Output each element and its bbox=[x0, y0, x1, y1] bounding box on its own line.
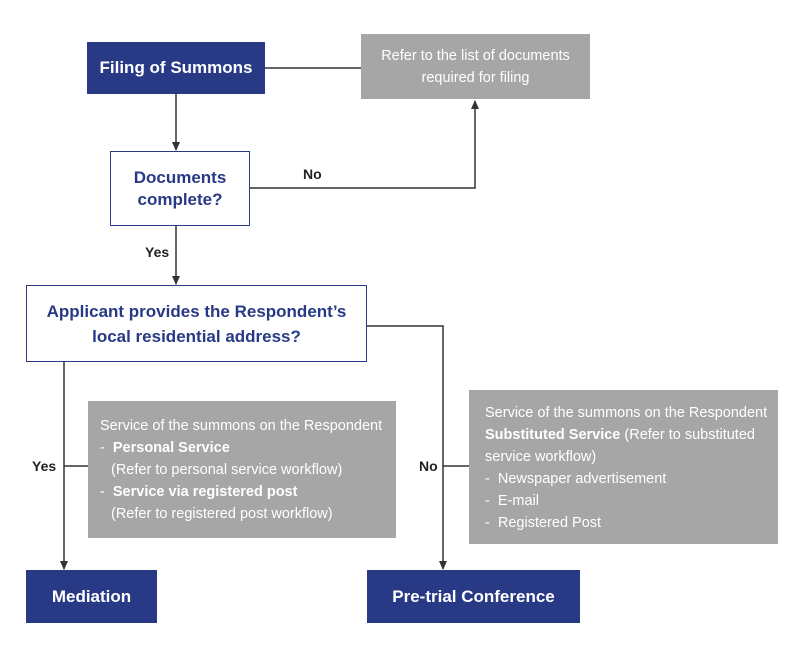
label-address-no: No bbox=[419, 458, 438, 474]
service-no-title-line: Substituted Service (Refer to substitute… bbox=[485, 424, 766, 446]
node-mediation: Mediation bbox=[26, 570, 157, 623]
node-mediation-label: Mediation bbox=[51, 586, 132, 606]
node-refer-documents: Refer to the list of documents required … bbox=[361, 34, 590, 99]
label-docs-yes: Yes bbox=[145, 244, 170, 260]
service-box-yes: Service of the summons on the Respondent… bbox=[88, 401, 396, 538]
label-docs-no: No bbox=[303, 166, 322, 182]
service-yes-heading: Service of the summons on the Respondent bbox=[100, 418, 383, 434]
service-no-item-1: - Newspaper advertisement bbox=[485, 471, 667, 487]
service-yes-item-2-note: (Refer to registered post workflow) bbox=[111, 506, 333, 522]
service-no-title-note: (Refer to substituted bbox=[620, 427, 755, 443]
arrow-applicant-no-to-pretrial bbox=[367, 325, 447, 570]
service-no-item-3: - Registered Post bbox=[485, 515, 602, 531]
node-documents-complete: Documents complete? bbox=[110, 151, 250, 226]
service-no-item-2: - E-mail bbox=[485, 493, 539, 509]
service-box-no: Service of the summons on the Respondent… bbox=[469, 390, 778, 544]
service-no-item-2-text: E-mail bbox=[497, 493, 539, 509]
node-filing-of-summons: Filing of Summons bbox=[87, 42, 265, 94]
service-yes-item-1-title: Personal Service bbox=[112, 440, 230, 456]
arrow-docs-no-to-refer bbox=[250, 100, 479, 189]
label-address-yes: Yes bbox=[32, 458, 57, 474]
docs-line-2: complete? bbox=[137, 189, 223, 209]
node-pretrial-label: Pre-trial Conference bbox=[392, 586, 555, 606]
node-pretrial-conference: Pre-trial Conference bbox=[367, 570, 580, 623]
service-yes-item-2-title: Service via registered post bbox=[112, 484, 298, 500]
refer-line-1: Refer to the list of documents bbox=[381, 47, 570, 64]
service-no-item-1-text: Newspaper advertisement bbox=[497, 471, 667, 487]
service-yes-item-2: - Service via registered post bbox=[100, 484, 298, 500]
service-no-heading: Service of the summons on the Respondent bbox=[485, 405, 768, 421]
service-yes-item-1: - Personal Service bbox=[100, 440, 230, 456]
docs-line-1: Documents bbox=[133, 167, 227, 187]
applicant-line-1: Applicant provides the Respondent’s bbox=[46, 301, 347, 321]
service-no-title: Substituted Service bbox=[485, 427, 621, 443]
refer-line-2: required for filing bbox=[421, 69, 530, 86]
service-yes-item-1-note: (Refer to personal service workflow) bbox=[111, 462, 343, 478]
service-no-item-3-text: Registered Post bbox=[497, 515, 602, 531]
service-no-title-note-2: service workflow) bbox=[485, 449, 597, 465]
node-applicant-address: Applicant provides the Respondent’s loca… bbox=[26, 285, 367, 362]
node-filing-label: Filing of Summons bbox=[99, 58, 253, 77]
applicant-line-2: local residential address? bbox=[92, 326, 301, 346]
